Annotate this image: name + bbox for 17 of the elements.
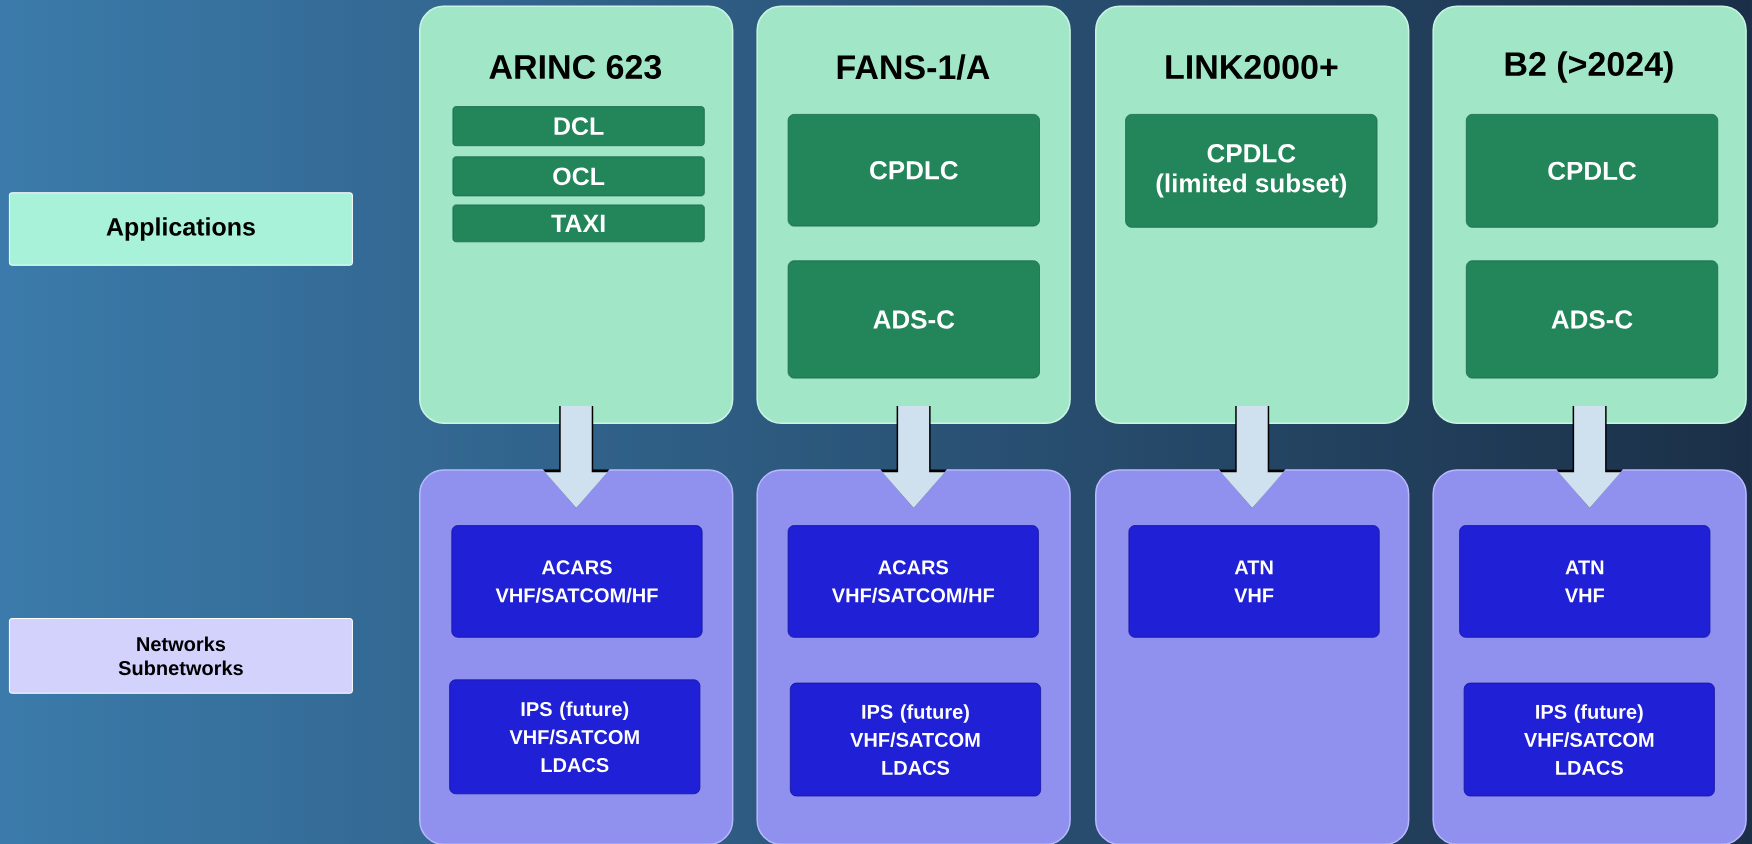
row-label-box: Applications bbox=[8, 192, 353, 266]
application-box: CPDLC bbox=[787, 114, 1040, 227]
network-box: ACARS VHF/SATCOM/HF bbox=[451, 525, 703, 638]
application-box: TAXI bbox=[452, 204, 705, 243]
application-box: CPDLC bbox=[1465, 114, 1719, 228]
application-box: ADS-C bbox=[1465, 260, 1719, 379]
network-box: IPS (future) VHF/SATCOM LDACS bbox=[1463, 682, 1715, 797]
application-box: CPDLC (limited subset) bbox=[1125, 114, 1378, 228]
network-box: ATN VHF bbox=[1459, 525, 1711, 638]
network-box: ATN VHF bbox=[1128, 525, 1380, 638]
application-box: DCL bbox=[452, 106, 705, 147]
network-box: IPS (future) VHF/SATCOM LDACS bbox=[449, 679, 701, 795]
application-box: OCL bbox=[452, 156, 705, 197]
application-box: ADS-C bbox=[787, 260, 1040, 379]
row-label-box: Networks Subnetworks bbox=[8, 617, 353, 694]
network-box: IPS (future) VHF/SATCOM LDACS bbox=[789, 682, 1041, 797]
network-box: ACARS VHF/SATCOM/HF bbox=[787, 525, 1039, 638]
